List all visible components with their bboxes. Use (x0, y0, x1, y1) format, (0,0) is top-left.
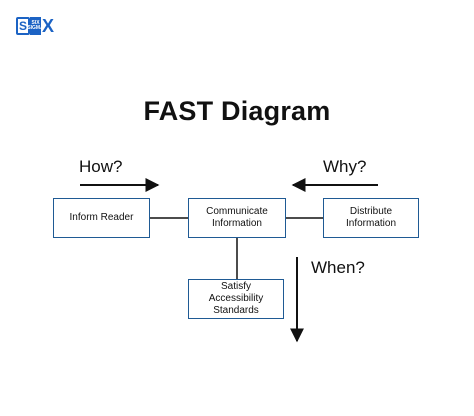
why-label: Why? (323, 157, 367, 176)
communicate-information-label: Communicate Information (206, 206, 268, 229)
logo-letter-x: X (42, 16, 55, 36)
logo-middle-top: SIX (31, 20, 40, 26)
logo-letter-s: S (16, 17, 30, 35)
logo-middle: SIX SIGMA (27, 17, 44, 35)
distribute-information-box: Distribute Information (323, 198, 419, 238)
diagram-title: FAST Diagram (143, 96, 331, 126)
satisfy-accessibility-label: Satisfy Accessibility Standards (208, 281, 264, 316)
when-label: When? (311, 258, 365, 277)
distribute-information-label: Distribute Information (345, 206, 397, 229)
communicate-information-box: Communicate Information (188, 198, 286, 238)
inform-reader-box: Inform Reader (53, 198, 150, 238)
satisfy-accessibility-box: Satisfy Accessibility Standards (188, 279, 284, 319)
how-label: How? (79, 157, 123, 176)
inform-reader-label: Inform Reader (69, 212, 134, 223)
logo-middle-bottom: SIGMA (27, 25, 44, 31)
brand-logo: S SIX SIGMA X (16, 15, 54, 37)
